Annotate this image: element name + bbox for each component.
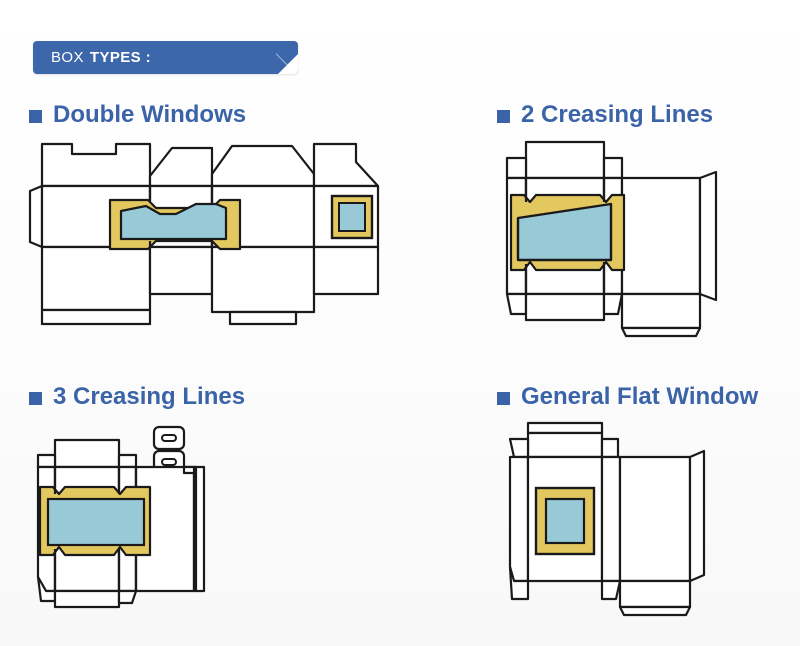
- square-bullet-icon: [29, 391, 42, 405]
- square-bullet-icon: [497, 109, 510, 123]
- top-right-mini-flap: [117, 453, 138, 469]
- banner-title-light: BOX: [51, 49, 84, 66]
- top-tuck-flap: [524, 140, 606, 180]
- bottom-mini-flap-mid: [602, 292, 624, 316]
- top-tuck-flap: [53, 438, 121, 469]
- box-dieline-double-windows: [26, 134, 426, 339]
- section-heading-label: Double Windows: [53, 101, 247, 128]
- page-fold-corner-icon: [276, 52, 298, 74]
- top-tuck-flap: [526, 431, 604, 459]
- top-tuck-strip: [526, 421, 604, 435]
- back-panel: [618, 455, 692, 583]
- box-dieline-3-creasing-lines: [26, 415, 346, 620]
- section-heading-general-flat-window: General Flat Window: [497, 383, 758, 411]
- bottom-flap-right: [620, 292, 702, 330]
- side-glue-flap: [28, 184, 44, 249]
- bottom-mini-flap-left: [508, 565, 530, 601]
- banner-background: [33, 41, 298, 74]
- bottom-tuck-strip: [618, 605, 692, 617]
- section-heading-label: 3 Creasing Lines: [53, 383, 246, 410]
- section-heading-double-windows: Double Windows: [29, 101, 246, 129]
- section-heading-3-creasing-lines: 3 Creasing Lines: [29, 383, 245, 411]
- window-blue-pane: [46, 497, 146, 547]
- small-window-blue-pane: [338, 202, 366, 232]
- top-flap-trapezoid: [210, 144, 316, 188]
- bottom-tuck-b: [228, 310, 298, 326]
- top-right-mini-flap: [600, 437, 620, 459]
- bottom-tuck-a: [40, 308, 152, 326]
- glue-flap-right: [194, 465, 206, 593]
- glue-flap-right: [698, 170, 718, 302]
- hook-slot-lower: [161, 458, 177, 466]
- bottom-tuck-flap: [524, 292, 606, 322]
- box-dieline-2-creasing-lines: [480, 134, 780, 339]
- glue-flap-right: [688, 449, 706, 583]
- hook-slot-upper: [161, 434, 177, 442]
- top-right-mini-flap: [602, 156, 624, 180]
- bottom-mini-flap-left: [505, 292, 528, 316]
- top-flap-angled-b: [312, 142, 380, 188]
- banner-title-bold: TYPES :: [89, 49, 152, 66]
- bottom-flap-right: [618, 579, 692, 609]
- window-blue-pane: [544, 497, 586, 545]
- back-panel: [620, 176, 702, 296]
- bottom-tuck-strip: [620, 326, 702, 338]
- window-blue-pane-slanted: [516, 202, 613, 262]
- top-flap-angled-a: [148, 146, 214, 188]
- box-dieline-general-flat-window: [480, 415, 800, 620]
- top-left-mini-flap: [36, 453, 57, 469]
- top-left-mini-flap: [508, 437, 530, 459]
- square-bullet-icon: [497, 391, 510, 405]
- side-panel-mid: [600, 455, 622, 583]
- bottom-mini-flap-mid: [117, 589, 138, 605]
- bottom-flap-d: [312, 245, 380, 296]
- bottom-tuck-flap: [53, 589, 121, 609]
- large-window-blue-pane: [119, 202, 228, 241]
- section-heading-2-creasing-lines: 2 Creasing Lines: [497, 101, 713, 129]
- top-flap-notched: [40, 142, 152, 188]
- section-heading-label: General Flat Window: [521, 383, 759, 410]
- section-heading-label: 2 Creasing Lines: [521, 101, 714, 128]
- banner-title: BOX TYPES :: [51, 41, 151, 74]
- bottom-flap-b: [148, 245, 214, 296]
- top-left-mini-flap: [505, 156, 528, 180]
- bottom-mini-flap-mid: [600, 579, 622, 601]
- bottom-flap-a: [40, 245, 152, 312]
- bottom-flap-c: [210, 245, 316, 314]
- box-types-banner: BOX TYPES :: [33, 41, 298, 74]
- side-panel-left: [508, 455, 530, 583]
- square-bullet-icon: [29, 109, 42, 123]
- fold-crease-line: [276, 53, 298, 74]
